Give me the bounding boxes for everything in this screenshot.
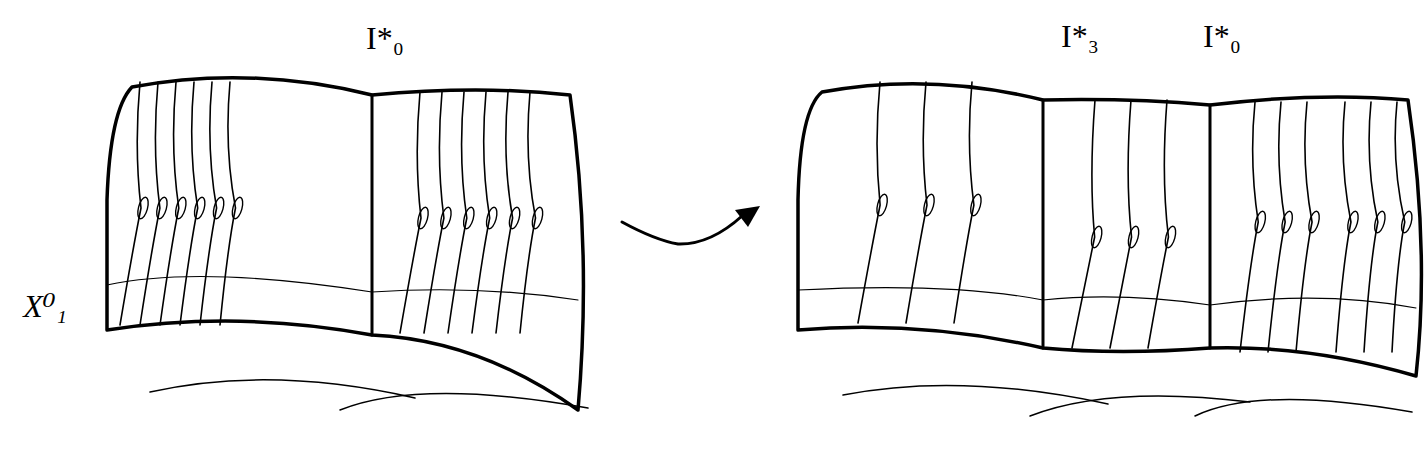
section-curve xyxy=(107,276,578,300)
fiber-curve xyxy=(400,92,421,333)
fiber-type-label: I*₃ xyxy=(1061,20,1099,52)
fiber-curve xyxy=(520,92,536,333)
fiber-loop xyxy=(1280,210,1294,234)
fiber-loop xyxy=(922,193,936,217)
fiber-loop xyxy=(211,196,225,220)
surface-label: X⁰₁ xyxy=(23,290,67,322)
fiber-curve xyxy=(1296,102,1312,352)
base-curve xyxy=(843,385,1108,404)
fiber-loop xyxy=(1373,210,1387,234)
fiber-loop xyxy=(462,206,476,230)
section-curve xyxy=(798,288,1416,308)
fiber-curve xyxy=(496,92,513,333)
fiber-loop xyxy=(507,206,521,230)
fiber-loop xyxy=(485,206,499,230)
fiber-loop xyxy=(155,196,169,220)
fiber-curve xyxy=(1392,102,1405,352)
fiber-loop xyxy=(1307,210,1321,234)
surface-outline xyxy=(107,78,583,410)
fiber-curve xyxy=(1148,100,1168,348)
fiber-curve xyxy=(1110,100,1132,348)
fiber-loop xyxy=(530,206,544,230)
fiber-loop xyxy=(969,193,983,217)
map-arrow xyxy=(622,216,742,244)
fiber-curve xyxy=(858,82,880,323)
fiber-loop xyxy=(193,196,207,220)
fiber-curve xyxy=(180,82,198,325)
fiber-type-label: I*₀ xyxy=(366,22,404,54)
fiber-curve xyxy=(954,82,974,323)
fiber-loop xyxy=(416,206,430,230)
fiber-loop xyxy=(1089,225,1103,249)
fiber-curve xyxy=(1072,100,1095,348)
fiber-curve xyxy=(424,92,444,333)
fiber-curve xyxy=(906,82,927,323)
fiber-curve xyxy=(1364,102,1378,352)
arrow-head xyxy=(735,206,760,227)
fiber-loop xyxy=(1400,210,1414,234)
fiber-loop xyxy=(1163,225,1177,249)
fiber-divider xyxy=(1042,100,1045,348)
base-curve xyxy=(1030,396,1250,416)
fiber-curve xyxy=(200,82,217,325)
fiber-curve xyxy=(120,82,141,325)
fiber-loop xyxy=(136,196,150,220)
base-curve xyxy=(1195,399,1412,416)
fiber-divider xyxy=(1209,105,1212,348)
base-curve xyxy=(150,380,415,398)
fiber-curve xyxy=(160,82,179,325)
fiber-loop xyxy=(230,196,244,220)
fiber-loop xyxy=(1253,210,1267,234)
fiber-loop xyxy=(174,196,188,220)
fiber-loop xyxy=(875,193,889,217)
fiber-loop xyxy=(1346,210,1360,234)
fiber-curve xyxy=(472,92,490,333)
fiber-curve xyxy=(448,92,467,333)
fiber-loop xyxy=(439,206,453,230)
fiber-curve xyxy=(140,82,160,325)
fiber-type-label: I*₀ xyxy=(1203,20,1241,52)
fiber-curve xyxy=(1336,102,1351,352)
surface-outline xyxy=(798,84,1421,376)
fiber-loop xyxy=(1126,225,1140,249)
fiber-divider xyxy=(371,95,374,335)
base-curve xyxy=(340,393,588,410)
fiber-curve xyxy=(220,82,236,325)
